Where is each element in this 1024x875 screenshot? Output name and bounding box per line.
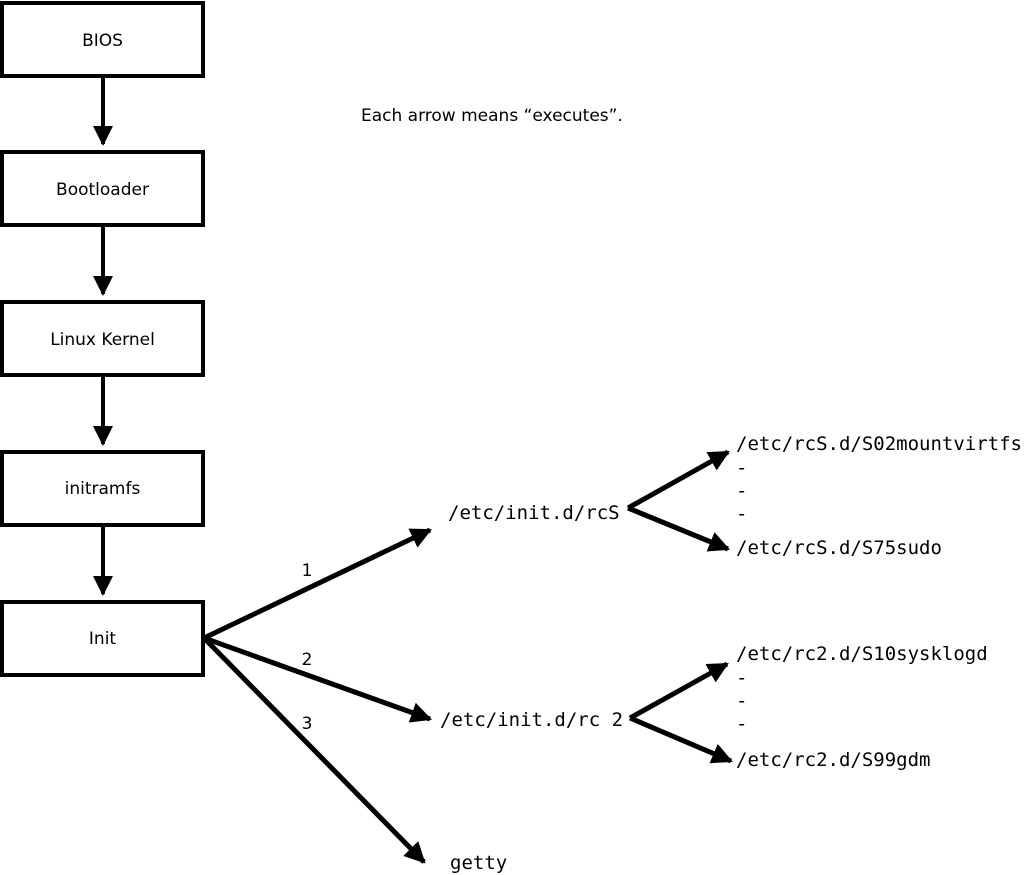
edge-label-2: 2	[302, 650, 313, 670]
box-bootloader[interactable]: Bootloader	[0, 150, 205, 227]
edge-init-to-rcs	[202, 527, 432, 641]
box-bootloader-rect	[0, 150, 205, 227]
node-getty[interactable]: getty	[450, 852, 507, 874]
legend-note: Each arrow means “executes”.	[361, 106, 623, 126]
edge-init-to-getty	[202, 636, 426, 864]
node-rcs-d-s75sudo[interactable]: /etc/rcS.d/S75sudo	[736, 537, 942, 559]
rcs-ellipsis-dash-3: -	[736, 503, 747, 525]
edge-rcs-to-last-script	[627, 505, 730, 552]
node-rcs-d-s02mountvirtfs[interactable]: /etc/rcS.d/S02mountvirtfs	[736, 433, 1022, 455]
box-linux-kernel[interactable]: Linux Kernel	[0, 300, 205, 377]
rc2-ellipsis-dash-1: -	[736, 667, 747, 689]
node-etc-init-d-rcs[interactable]: /etc/init.d/rcS	[448, 502, 620, 524]
rcs-ellipsis-dash-2: -	[736, 480, 747, 502]
node-rc2-d-s99gdm[interactable]: /etc/rc2.d/S99gdm	[736, 749, 930, 771]
box-initramfs-label: initramfs	[65, 479, 141, 499]
box-bios-label: BIOS	[82, 31, 123, 51]
rcs-ellipsis-dash-1: -	[736, 457, 747, 479]
edge-label-3: 3	[302, 714, 313, 734]
edge-rc2-to-last-script	[629, 715, 733, 764]
edge-rc2-to-first-script	[628, 661, 729, 721]
edge-rcs-to-first-script	[626, 449, 730, 511]
box-bootloader-label: Bootloader	[56, 180, 149, 200]
box-bios-rect	[0, 1, 205, 78]
box-linux-kernel-rect	[0, 300, 205, 377]
box-linux-kernel-label: Linux Kernel	[50, 330, 155, 350]
edge-init-to-rc2	[203, 635, 432, 723]
node-rc2-d-s10sysklogd[interactable]: /etc/rc2.d/S10sysklogd	[736, 643, 988, 665]
box-init-label: Init	[89, 629, 117, 649]
box-init-rect	[0, 600, 205, 677]
node-etc-init-d-rc2[interactable]: /etc/init.d/rc 2	[440, 709, 623, 731]
box-init[interactable]: Init	[0, 600, 205, 677]
rc2-ellipsis-dash-3: -	[736, 713, 747, 735]
rc2-ellipsis-dash-2: -	[736, 690, 747, 712]
box-initramfs[interactable]: initramfs	[0, 450, 205, 527]
edge-label-1: 1	[302, 561, 313, 581]
box-bios[interactable]: BIOS	[0, 1, 205, 78]
